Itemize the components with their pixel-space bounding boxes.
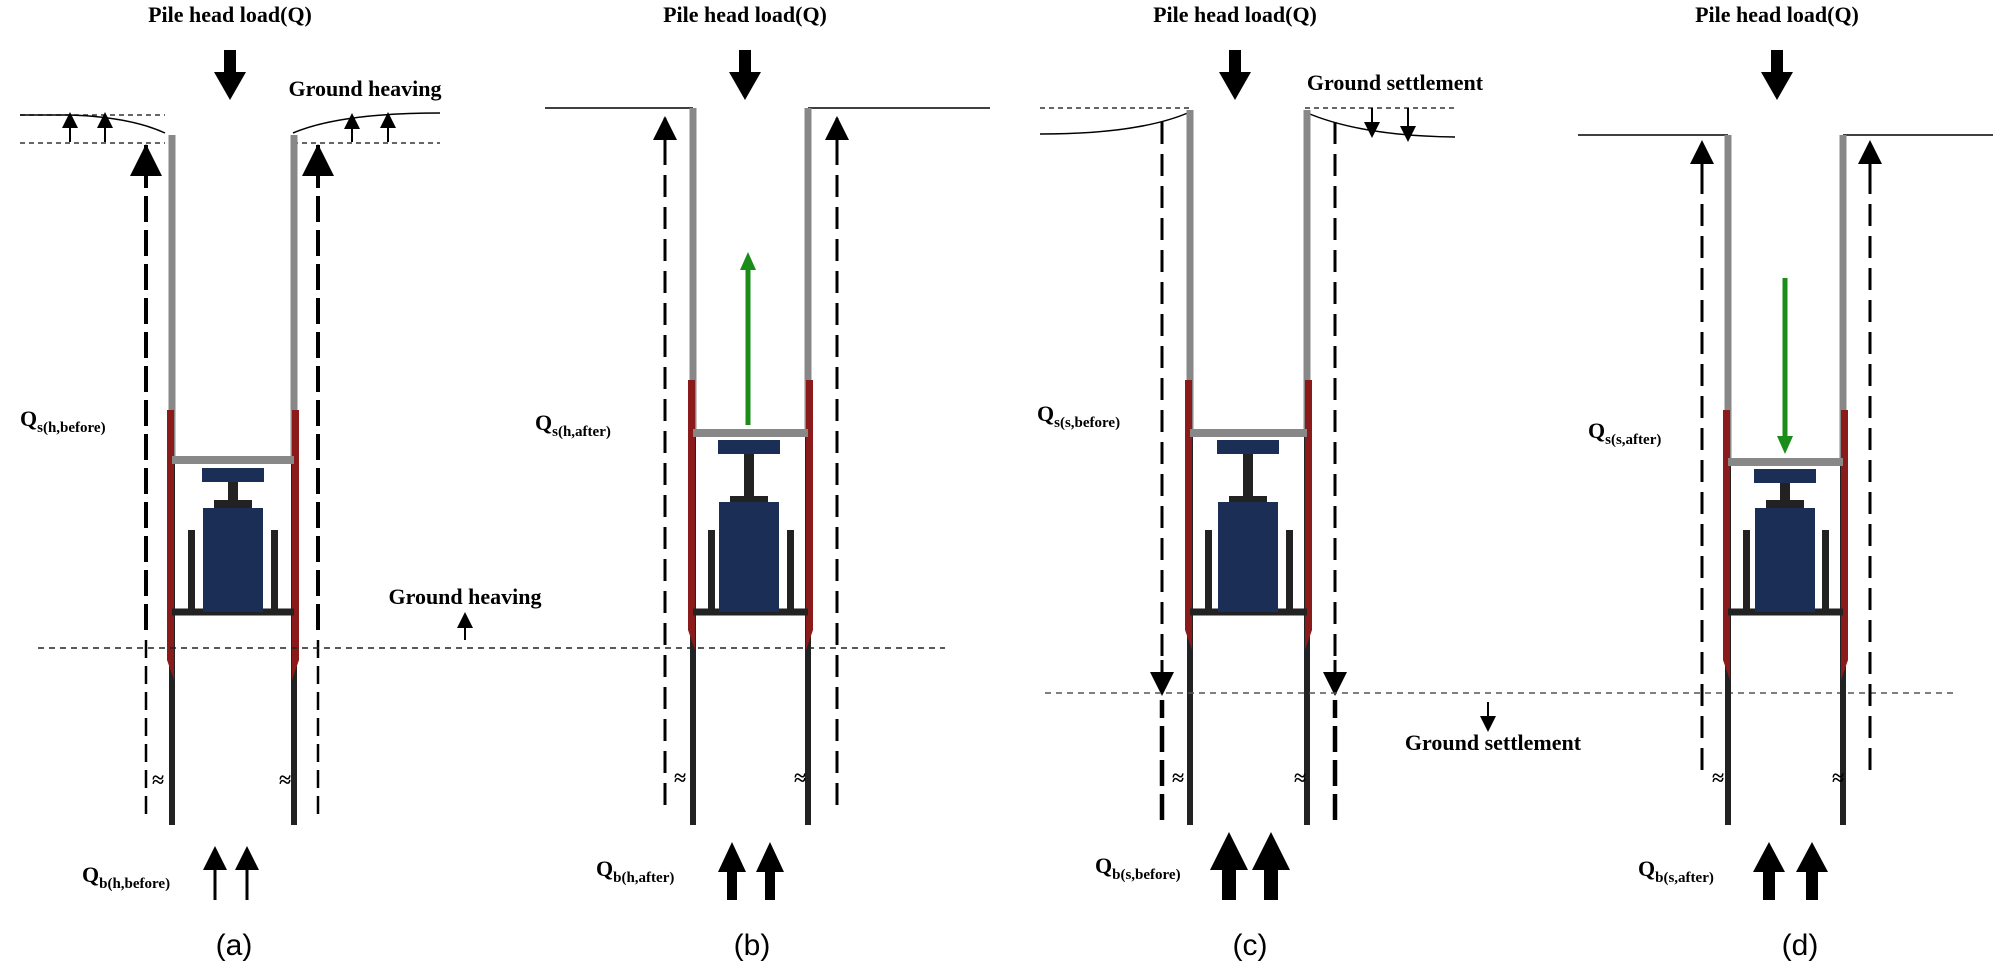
- pile-movement-arrow-up: [740, 252, 756, 425]
- ground-surface-right: [292, 112, 441, 144]
- base-resistance-label: Qb(s,after): [1638, 856, 1714, 886]
- head-load-arrow: [1219, 50, 1251, 100]
- settlement-arrows: [1364, 108, 1416, 142]
- hydraulic-jack: [1754, 469, 1816, 612]
- base-resistance-arrows: [718, 842, 784, 900]
- head-load-arrow: [729, 50, 761, 100]
- shaft-resistance-label: Qs(h,after): [535, 410, 611, 440]
- break-symbol-left: ≈: [674, 765, 686, 790]
- base-resistance-arrows: [203, 846, 259, 900]
- base-resistance-arrows: [1210, 832, 1290, 900]
- hydraulic-jack: [718, 440, 780, 612]
- panel-b: Pile head load(Q): [535, 2, 990, 962]
- break-symbol-right: ≈: [1832, 765, 1844, 790]
- base-resistance-arrows: [1753, 842, 1828, 900]
- base-resistance-label: Qb(s,before): [1095, 853, 1181, 883]
- ground-surface-left: [20, 114, 166, 144]
- break-symbol-left: ≈: [1172, 765, 1184, 790]
- head-load-label: Pile head load(Q): [663, 2, 827, 27]
- ground-settlement-label-lower: Ground settlement: [1405, 730, 1582, 755]
- head-load-label: Pile head load(Q): [148, 2, 312, 27]
- pile-body: [1185, 110, 1312, 825]
- break-symbol-right: ≈: [279, 767, 291, 792]
- ground-surface-left: [1039, 107, 1191, 135]
- hydraulic-jack: [202, 468, 264, 612]
- ground-heaving-label: Ground heaving: [288, 76, 441, 101]
- base-resistance-label: Qb(h,before): [82, 862, 170, 892]
- ground-heaving-label-lower: Ground heaving: [388, 584, 541, 609]
- head-load-arrow: [214, 50, 246, 100]
- shaft-resistance-label: Qs(s,after): [1588, 418, 1661, 448]
- ground-surface-right: [1304, 107, 1456, 138]
- break-symbol-left: ≈: [152, 767, 164, 792]
- shaft-resistance-label: Qs(s,before): [1037, 401, 1120, 431]
- base-resistance-label: Qb(h,after): [596, 856, 674, 886]
- pile-body: [688, 108, 813, 825]
- pile-body: [1723, 135, 1848, 825]
- panel-d: Pile head load(Q): [1578, 2, 1993, 962]
- panel-label-a: (a): [216, 929, 253, 962]
- panel-c: Pile head load(Q) Ground settlement: [1037, 2, 1955, 962]
- head-load-label: Pile head load(Q): [1153, 2, 1317, 27]
- break-symbol-left: ≈: [1712, 765, 1724, 790]
- head-load-arrow: [1761, 50, 1793, 100]
- ground-settlement-label: Ground settlement: [1307, 70, 1484, 95]
- break-symbol-right: ≈: [794, 765, 806, 790]
- shaft-resistance-label: Qs(h,before): [20, 406, 106, 436]
- panel-a: Pile head load(Q) Ground heaving: [20, 2, 945, 962]
- panel-label-b: (b): [734, 929, 771, 962]
- panel-label-d: (d): [1782, 929, 1819, 962]
- break-symbol-right: ≈: [1294, 765, 1306, 790]
- pile-movement-arrow-down: [1777, 278, 1793, 454]
- panel-label-c: (c): [1233, 929, 1268, 962]
- negative-friction-arrows: [144, 640, 320, 820]
- head-load-label: Pile head load(Q): [1695, 2, 1859, 27]
- heave-arrows: [62, 112, 396, 142]
- hydraulic-jack: [1217, 440, 1279, 612]
